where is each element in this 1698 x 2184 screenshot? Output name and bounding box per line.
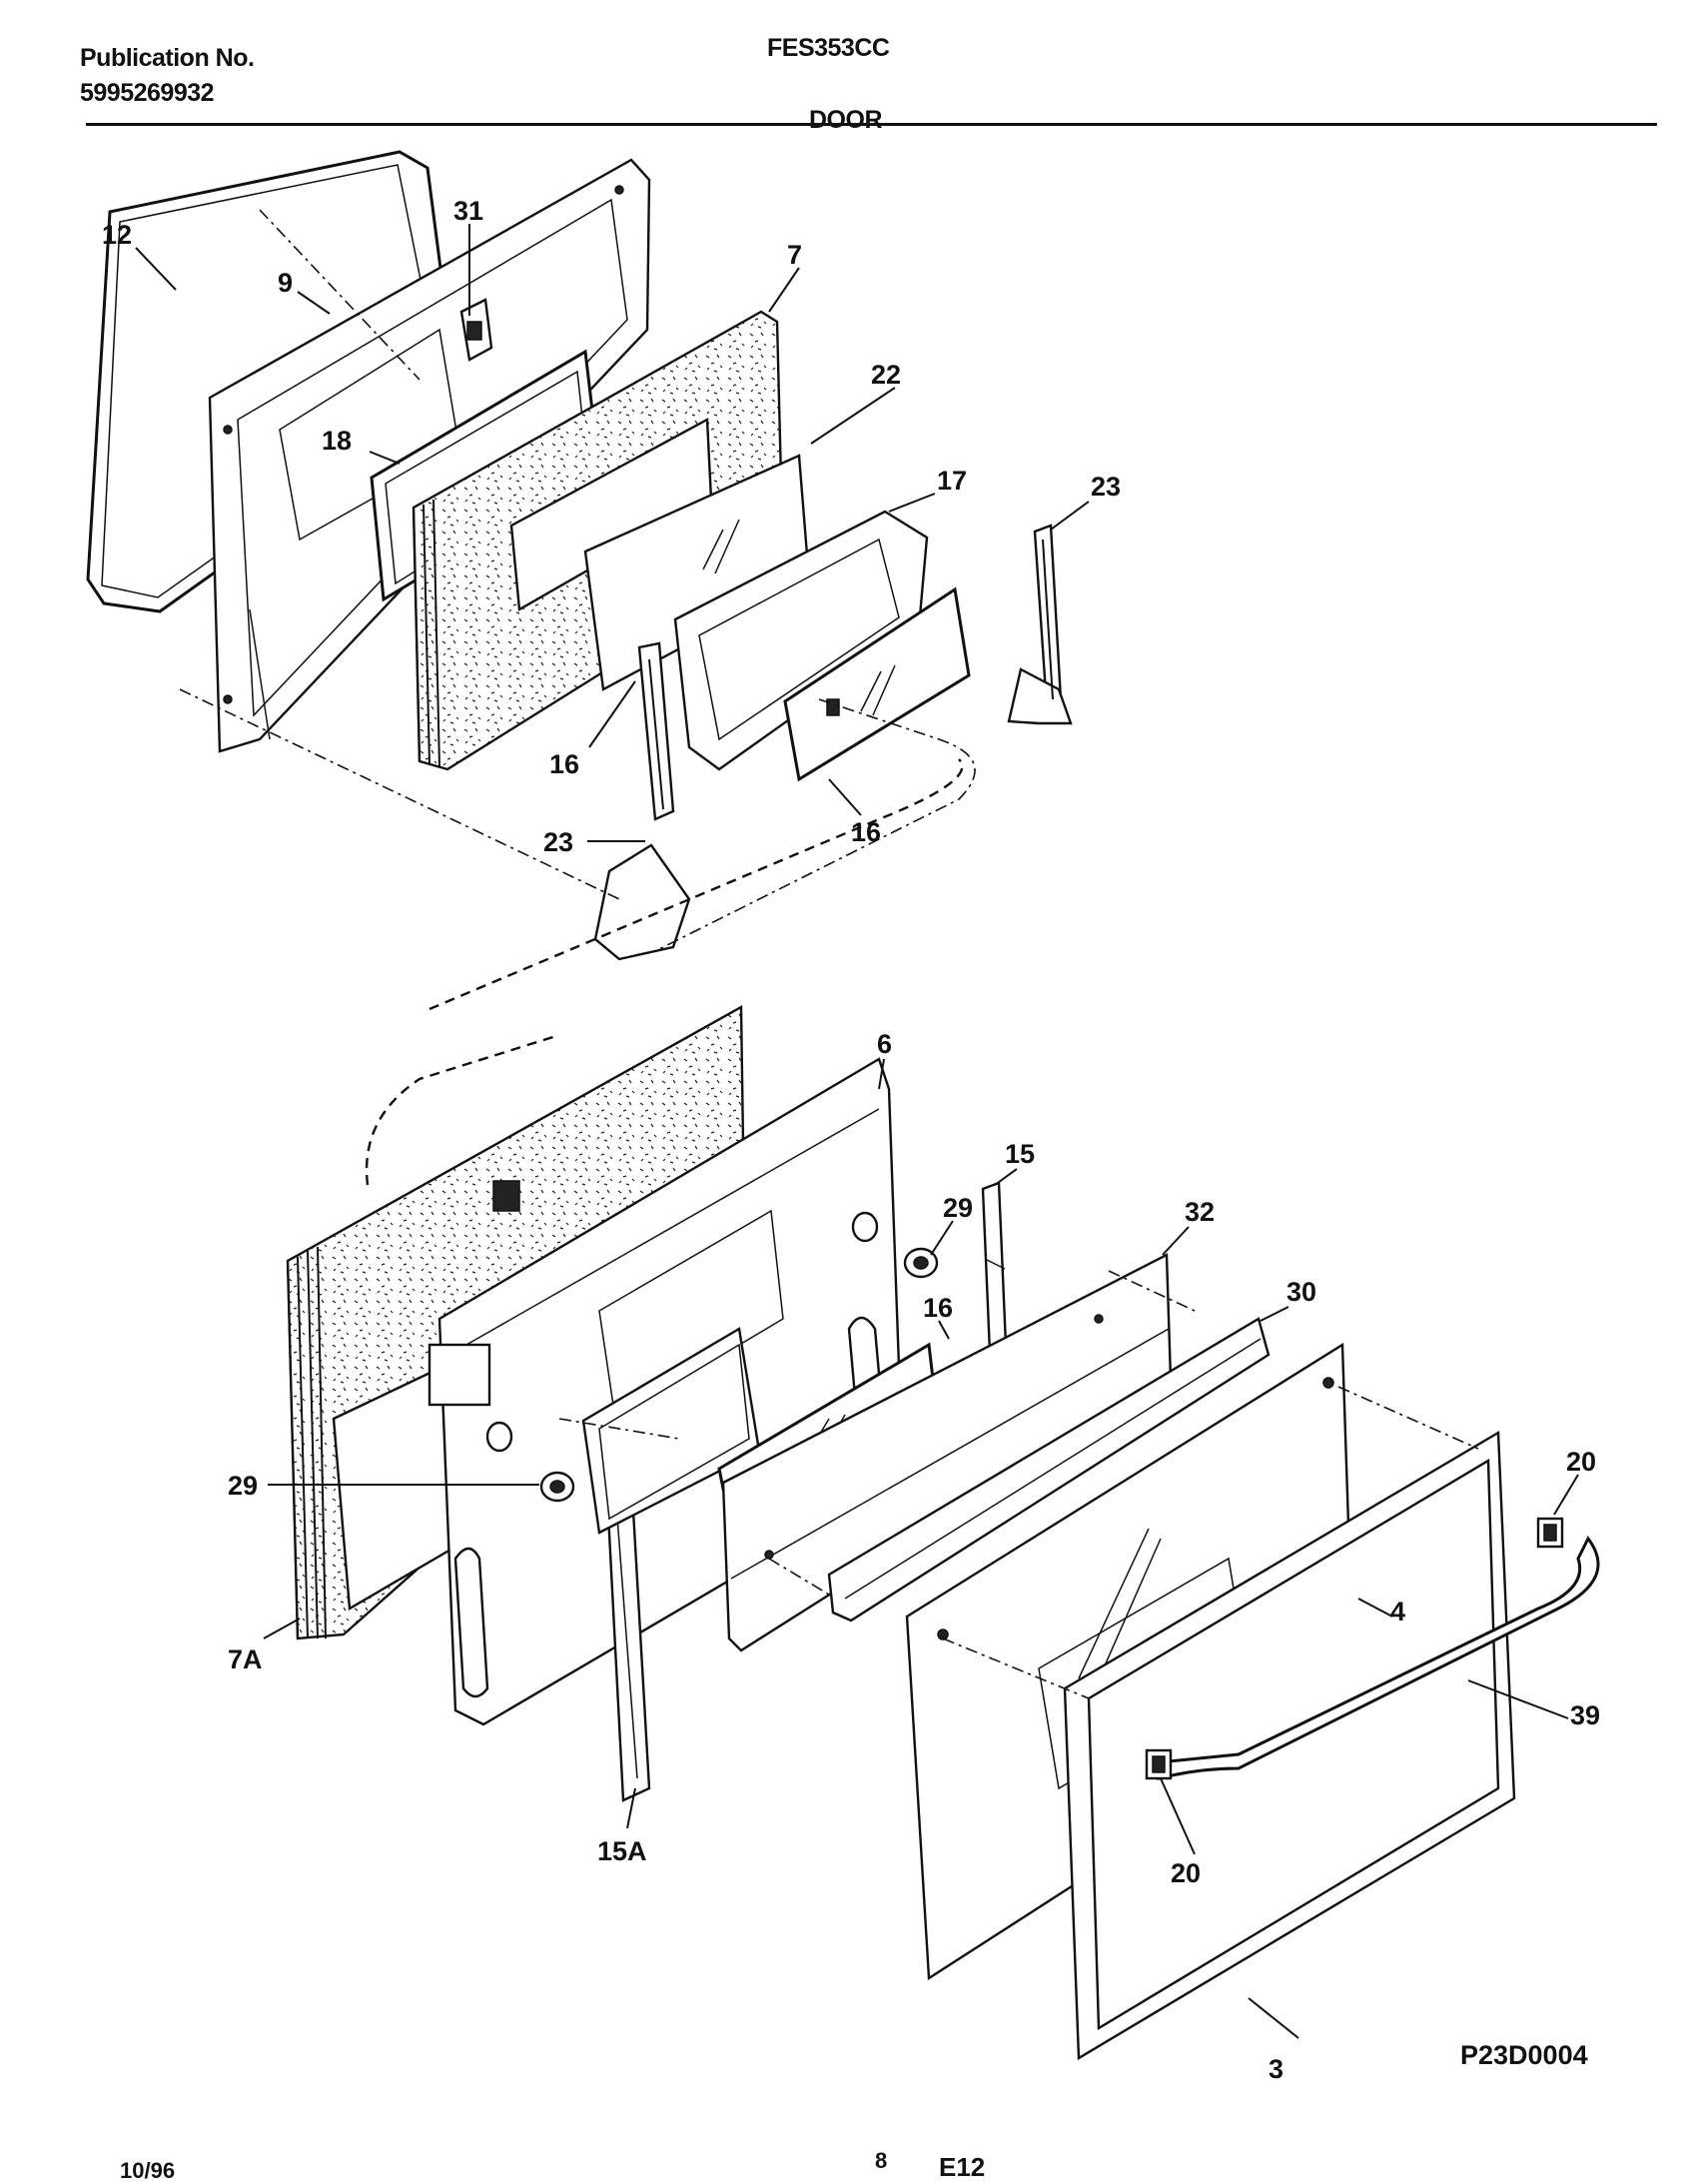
callout-15A: 15A bbox=[597, 1836, 647, 1866]
callout-23-left: 23 bbox=[543, 827, 573, 857]
alignment-line bbox=[1337, 1386, 1479, 1450]
leader-lines bbox=[135, 224, 1579, 2039]
callout-9: 9 bbox=[278, 268, 293, 298]
insulation-7 bbox=[412, 310, 785, 771]
alignment-line bbox=[658, 698, 976, 950]
callout-3: 3 bbox=[1269, 2054, 1283, 2084]
callout-31: 31 bbox=[453, 196, 483, 226]
end-cap-20-left bbox=[1145, 1748, 1173, 1780]
model-number: FES353CC bbox=[767, 34, 890, 62]
callout-16-left: 16 bbox=[549, 749, 579, 779]
callout-7: 7 bbox=[787, 240, 802, 270]
bracket-30 bbox=[827, 1317, 1271, 1623]
callout-7A: 7A bbox=[228, 1644, 263, 1674]
alignment-line bbox=[1108, 1270, 1196, 1312]
alignment-line bbox=[768, 1558, 830, 1596]
grommet-29-top bbox=[903, 1247, 939, 1279]
alignment-line bbox=[942, 1638, 1090, 1699]
callout-17: 17 bbox=[937, 466, 967, 496]
callout-30: 30 bbox=[1286, 1277, 1316, 1307]
callout-39: 39 bbox=[1570, 1700, 1600, 1730]
end-cap-20-right bbox=[1536, 1517, 1564, 1549]
publication-number: 5995269932 bbox=[80, 79, 215, 107]
callout-20-bottom: 20 bbox=[1171, 1858, 1201, 1888]
door-frame-3 bbox=[1063, 1430, 1516, 2061]
section-title: DOOR bbox=[809, 106, 883, 134]
callout-22: 22 bbox=[871, 360, 901, 390]
callout-23-right: 23 bbox=[1091, 472, 1121, 502]
callout-4: 4 bbox=[1390, 1597, 1405, 1627]
publication-label: Publication No. bbox=[80, 44, 255, 72]
glass-16-upper bbox=[783, 586, 971, 782]
callout-32: 32 bbox=[1185, 1197, 1215, 1227]
alignment-line bbox=[259, 209, 421, 381]
alignment-line bbox=[179, 688, 620, 900]
callout-29-left: 29 bbox=[228, 1471, 258, 1501]
grommet-29-left bbox=[539, 1471, 575, 1503]
footer-date: 10/96 bbox=[120, 2158, 176, 2183]
callout-15: 15 bbox=[1005, 1139, 1035, 1169]
callout-16-lower: 16 bbox=[923, 1293, 953, 1323]
callout-12: 12 bbox=[102, 220, 132, 250]
handle-39 bbox=[1157, 1536, 1600, 1780]
hinge-23-left bbox=[593, 641, 691, 961]
callout-20-right: 20 bbox=[1566, 1447, 1596, 1477]
footer-section-code: E12 bbox=[939, 2152, 986, 2182]
alignment-line bbox=[365, 1033, 560, 1186]
callout-16-bottom: 16 bbox=[851, 817, 881, 847]
callout-18: 18 bbox=[322, 426, 352, 456]
header-rule bbox=[86, 123, 1657, 126]
footer-page-number: 8 bbox=[875, 2148, 888, 2173]
hinge-23-right bbox=[1007, 524, 1073, 725]
alignment-line bbox=[558, 1418, 680, 1440]
alignment-line bbox=[428, 758, 964, 1011]
callout-6: 6 bbox=[877, 1029, 892, 1059]
callout-29-top: 29 bbox=[943, 1193, 973, 1223]
drawing-code: P23D0004 bbox=[1460, 2040, 1588, 2070]
